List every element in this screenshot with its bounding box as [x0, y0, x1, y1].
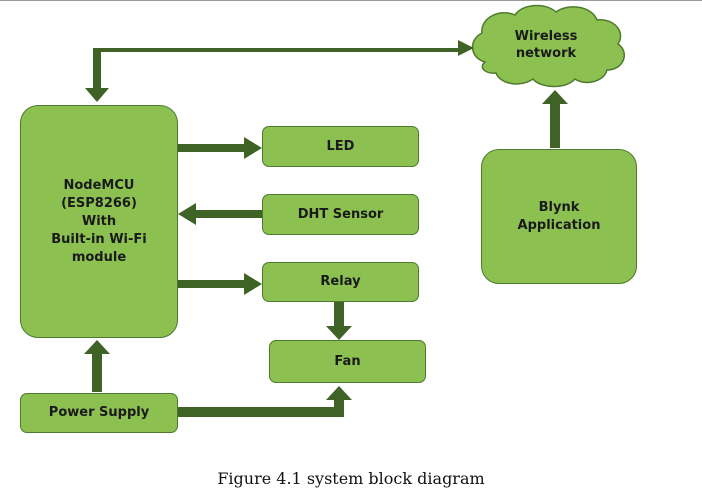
fan-block: Fan — [269, 340, 426, 383]
nodemcu-to-led-arrow — [178, 137, 262, 159]
nodemcu-block: NodeMCU (ESP8266) With Built-in Wi-Fi mo… — [20, 105, 178, 338]
power-supply-block: Power Supply — [20, 393, 178, 433]
relay-block: Relay — [262, 262, 419, 302]
wireless-network-cloud — [471, 4, 626, 88]
blynk-application-block: Blynk Application — [481, 149, 637, 284]
power-to-fan-arrow — [178, 386, 352, 417]
wireless-network-label: Wireless network — [514, 29, 578, 61]
nodemcu-label: NodeMCU (ESP8266) With Built-in Wi-Fi mo… — [51, 177, 147, 265]
dht-sensor-block: DHT Sensor — [262, 194, 419, 235]
dht-to-nodemcu-arrow — [178, 203, 262, 225]
blynk-application-label: Blynk Application — [517, 199, 601, 233]
blynk-to-network-arrow — [542, 90, 568, 148]
led-block: LED — [262, 126, 419, 167]
figure-caption: Figure 4.1 system block diagram — [217, 469, 485, 488]
power-to-nodemcu-arrow — [84, 340, 110, 392]
network-link-arrow — [85, 40, 474, 102]
relay-to-fan-arrow — [326, 302, 352, 340]
nodemcu-to-relay-arrow — [178, 273, 262, 295]
top-divider — [0, 0, 702, 1]
power-supply-label: Power Supply — [48, 405, 150, 420]
dht-sensor-label: DHT Sensor — [297, 206, 384, 222]
relay-label: Relay — [320, 274, 361, 289]
led-label: LED — [326, 138, 355, 154]
fan-label: Fan — [334, 353, 361, 369]
